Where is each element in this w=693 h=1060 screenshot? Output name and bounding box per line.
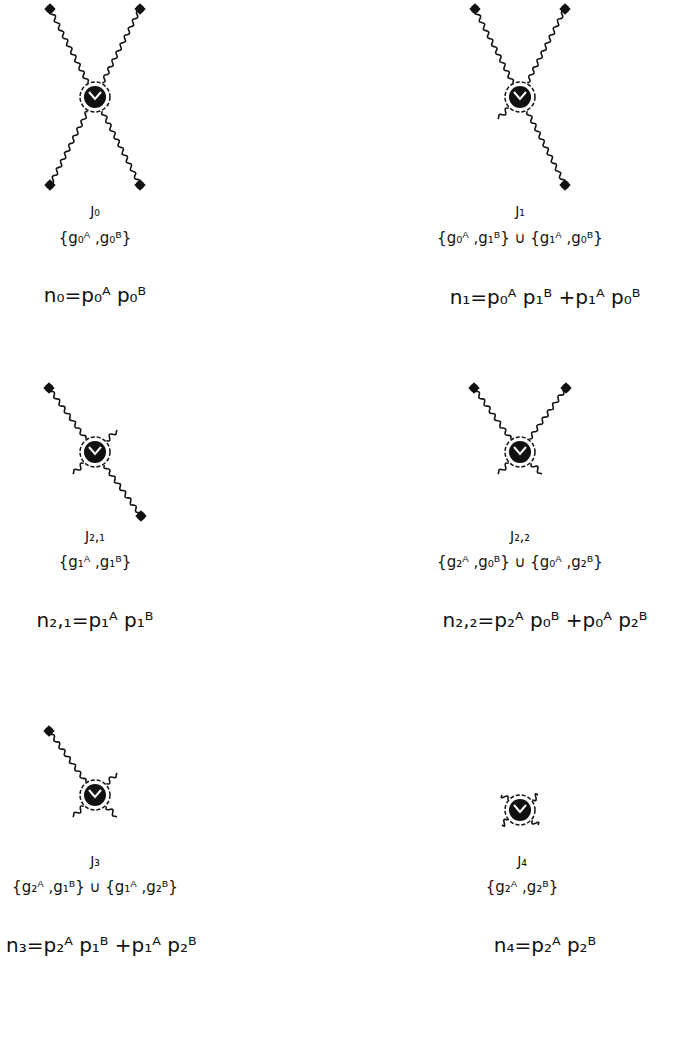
end-dot <box>45 727 53 735</box>
vertex-name: J₄ <box>517 854 527 869</box>
wavy-leg <box>498 108 509 119</box>
vertex-blob <box>509 441 531 463</box>
graph-set: {g₀ᴬ ,g₁ᴮ} ∪ {g₁ᴬ ,g₀ᴮ} <box>437 230 603 247</box>
end-dot <box>561 5 569 13</box>
vertex-ring <box>505 82 535 112</box>
graph-set: {g₂ᴬ ,g₂ᴮ} <box>486 879 559 896</box>
end-dot <box>468 382 479 393</box>
graph-set: {g₀ᴬ ,g₀ᴮ} <box>59 230 132 247</box>
wavy-leg <box>73 806 84 817</box>
end-dot <box>136 5 144 13</box>
vertex-ring <box>505 795 535 825</box>
graph-set: {g₁ᴬ ,g₁ᴮ} <box>59 554 132 571</box>
vertex <box>44 3 145 190</box>
formula: n₁=p₀ᴬ p₁ᴮ +p₁ᴬ p₀ᴮ <box>450 286 641 308</box>
end-dot <box>559 3 570 14</box>
vertex-mark <box>89 790 101 797</box>
vertex-name: J₁ <box>515 204 525 219</box>
end-dot <box>46 181 54 189</box>
vertex <box>469 3 570 190</box>
vertex-name: J₃ <box>90 854 100 869</box>
end-dot <box>470 384 478 392</box>
vertex-blob <box>84 441 106 463</box>
wavy-leg <box>498 463 509 474</box>
wavy-leg <box>49 731 86 782</box>
end-dot <box>43 382 54 393</box>
formula: n₃=p₂ᴬ p₁ᴮ +p₁ᴬ p₂ᴮ <box>6 934 197 956</box>
wavy-leg <box>501 795 508 800</box>
end-dot <box>559 179 570 190</box>
vertex <box>501 794 539 826</box>
wavy-leg <box>102 9 140 83</box>
vertex-mark <box>514 92 526 99</box>
vertex-blob <box>509 86 531 108</box>
wavy-leg <box>73 463 84 474</box>
vertex-ring <box>80 780 110 810</box>
wavy-leg <box>475 9 513 83</box>
vertex-blob <box>509 799 531 821</box>
graph-set: {g₂ᴬ ,g₁ᴮ} ∪ {g₁ᴬ ,g₂ᴮ} <box>12 879 178 896</box>
end-dot <box>134 179 145 190</box>
wavy-leg <box>527 9 565 83</box>
end-dot <box>44 3 55 14</box>
wavy-leg <box>532 820 539 825</box>
end-dot <box>471 5 479 13</box>
wavy-leg <box>502 819 508 826</box>
formula: n₂,₂=p₂ᴬ p₀ᴮ +p₀ᴬ p₂ᴮ <box>442 609 647 631</box>
formula: n₀=p₀ᴬ p₀ᴮ <box>44 284 147 306</box>
end-dot <box>562 384 570 392</box>
vertex-mark <box>89 92 101 99</box>
vertex-blob <box>84 86 106 108</box>
vertex-mark <box>89 447 101 454</box>
vertex-mark <box>514 447 526 454</box>
wavy-leg <box>50 9 88 83</box>
vertex <box>468 382 571 474</box>
wavy-leg <box>102 111 140 185</box>
end-dot <box>44 179 55 190</box>
wavy-leg <box>50 111 88 185</box>
end-dot <box>43 725 54 736</box>
wavy-leg <box>106 430 117 441</box>
formula: n₄=p₂ᴬ p₂ᴮ <box>494 934 597 956</box>
wavy-leg <box>531 463 542 474</box>
wavy-leg <box>106 806 117 817</box>
end-dot <box>45 384 53 392</box>
vertex-name: J₀ <box>90 204 100 219</box>
vertex <box>43 382 146 521</box>
end-dot <box>469 3 480 14</box>
vertex-ring <box>505 437 535 467</box>
graph-set: {g₂ᴬ ,g₀ᴮ} ∪ {g₀ᴬ ,g₂ᴮ} <box>437 554 603 571</box>
vertex-ring <box>80 82 110 112</box>
vertex-name: J₂,₁ <box>85 529 105 544</box>
wavy-leg <box>106 773 117 784</box>
end-dot <box>135 510 146 521</box>
wavy-leg <box>474 388 511 439</box>
vertex-name: J₂,₂ <box>510 529 530 544</box>
wavy-leg <box>104 465 141 516</box>
formula: n₂,₁=p₁ᴬ p₁ᴮ <box>37 609 154 631</box>
wavy-leg <box>527 111 565 185</box>
wavy-leg <box>529 388 566 439</box>
end-dot <box>561 181 569 189</box>
end-dot <box>46 5 54 13</box>
vertex-mark <box>514 805 526 812</box>
wavy-leg <box>49 388 86 439</box>
vertex <box>43 725 117 817</box>
end-dot <box>137 512 145 520</box>
end-dot <box>560 382 571 393</box>
end-dot <box>134 3 145 14</box>
vertex-ring <box>80 437 110 467</box>
end-dot <box>136 181 144 189</box>
vertex-blob <box>84 784 106 806</box>
wavy-leg <box>532 794 538 801</box>
